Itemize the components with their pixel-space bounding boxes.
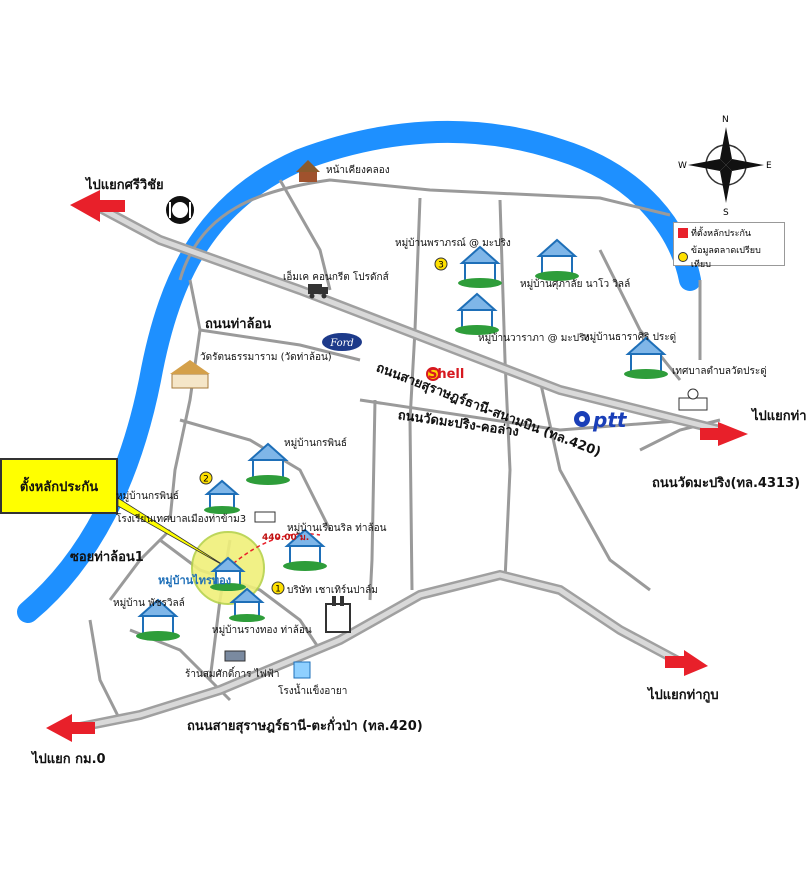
shell-label: Shell [428,367,465,382]
legend-site-label: ที่ตั้งหลักประกัน [691,229,752,239]
svg-text:3: 3 [438,261,444,271]
place-company: บริษัท เชาเทิร์นปาล์ม [287,585,378,596]
ptt-label: ptt [593,408,627,432]
place-pattra-ville: หมู่บ้าน พัชรวิลล์ [113,598,185,609]
compass-s: S [723,208,729,218]
site-callout-label: ตั้งหลักประกัน [19,479,99,495]
place-sm-concrete: เอ็มเค คอนกรีต โปรดักส์ [283,272,389,283]
ptt-logo-icon [574,411,590,427]
road-soi-tha-lon-label: ซอยท่าล้อน1 [70,550,144,565]
compass-w: W [678,161,687,171]
government-building-icon [678,388,708,411]
place-village-site: หมู่บ้านไทรทอง [158,574,232,587]
hut-icon [296,160,320,182]
place-ruen-rin: หมู่บ้านเรือนริล ท่าล้อน [287,523,387,534]
arrow-tha-kup-icon [665,650,708,676]
ford-logo-icon: Ford [322,333,362,351]
arrow-tha-kham-icon [700,422,748,446]
marker-1: 1 [271,581,285,595]
dir-km0-label: ไปแยก กม.0 [32,752,106,767]
place-wararak: หมู่บ้านวาราภา @ มะปริง [478,333,590,344]
place-na-krueng-klong: หน้าเคียงคลอง [326,165,390,176]
arrow-sri-wichai-icon [70,190,125,222]
place-rang-thong: หมู่บ้านรางทอง ท่าล้อน [212,625,312,636]
site-callout: ตั้งหลักประกัน [0,458,118,514]
dir-sri-wichai-label: ไปแยกศรีวิชัย [86,178,164,193]
temple-icon [170,360,210,389]
bus-icon [254,511,276,523]
dir-tha-kham-label: ไปแยกท่า [752,409,807,424]
place-korn-phin-2: หมู่บ้านกรพินธ์ [116,491,179,502]
arrow-km0-icon [46,714,95,742]
road-wat-maprik-4313-label: ถนนวัดมะปริง(ทล.4313) [652,476,801,491]
road-tha-lon-label: ถนนท่าล้อน [205,317,272,332]
place-supalai: หมู่บ้านศุภาลัย นาโว วิลล์ [520,279,631,290]
place-taratsri: หมู่บ้านธาราศิริ ประดู่ [583,332,677,343]
place-ice-factory: โรงน้ำแข็งอายา [278,686,348,697]
place-school: โรงเรียนเทศบาลเมืองท่าข้าม3 [116,514,247,525]
shell-logo-icon [426,367,440,381]
restaurant-icon [166,196,194,224]
road-main-south-label: ถนนสายสุราษฎร์ธานี-ตะกั่วป่า (ทล.420) [187,719,423,734]
legend-compare-label: ข้อมูลตลาดเปรียบเทียบ [690,246,761,270]
ford-text: Ford [329,338,354,349]
place-tessaban-pradu: เทศบาลตำบลวัดประดู่ [672,366,767,377]
legend-red-icon [678,228,688,238]
shop-icon [224,650,246,662]
compass-e: E [766,161,772,171]
place-korn-phin: หมู่บ้านกรพินธ์ [284,438,347,449]
truck-icon [308,284,328,299]
compass-icon [688,127,764,203]
dir-tha-kup-label: ไปแยกท่ากูบ [648,688,719,703]
place-phrakon: หมู่บ้านพราภรณ์ @ มะปริง [395,238,511,249]
legend-yellow-icon [678,252,688,262]
place-wat-thammaram: วัดรัตนธรรมาราม (วัดท่าล้อน) [200,352,332,363]
ice-factory-icon [293,661,311,679]
place-electric-shop: ร้านสมศักดิ์การ ไฟฟ้า [185,669,280,680]
legend-row-site: ที่ตั้งหลักประกัน [678,226,780,240]
marker-3: 3 [434,257,448,271]
factory-icon [325,596,351,633]
legend: ที่ตั้งหลักประกัน ข้อมูลตลาดเปรียบเทียบ [673,222,785,270]
legend-row-compare: ข้อมูลตลาดเปรียบเทียบ [678,243,780,271]
distance-label: 440.00 ม. [262,533,310,543]
svg-text:1: 1 [275,585,281,595]
svg-text:2: 2 [203,475,209,485]
compass-n: N [722,115,729,125]
marker-2: 2 [199,471,213,485]
river-label: แม่น้ำตาปี [498,164,556,179]
river [17,120,701,623]
village-icons [136,238,668,641]
callout-pointer [117,497,229,569]
